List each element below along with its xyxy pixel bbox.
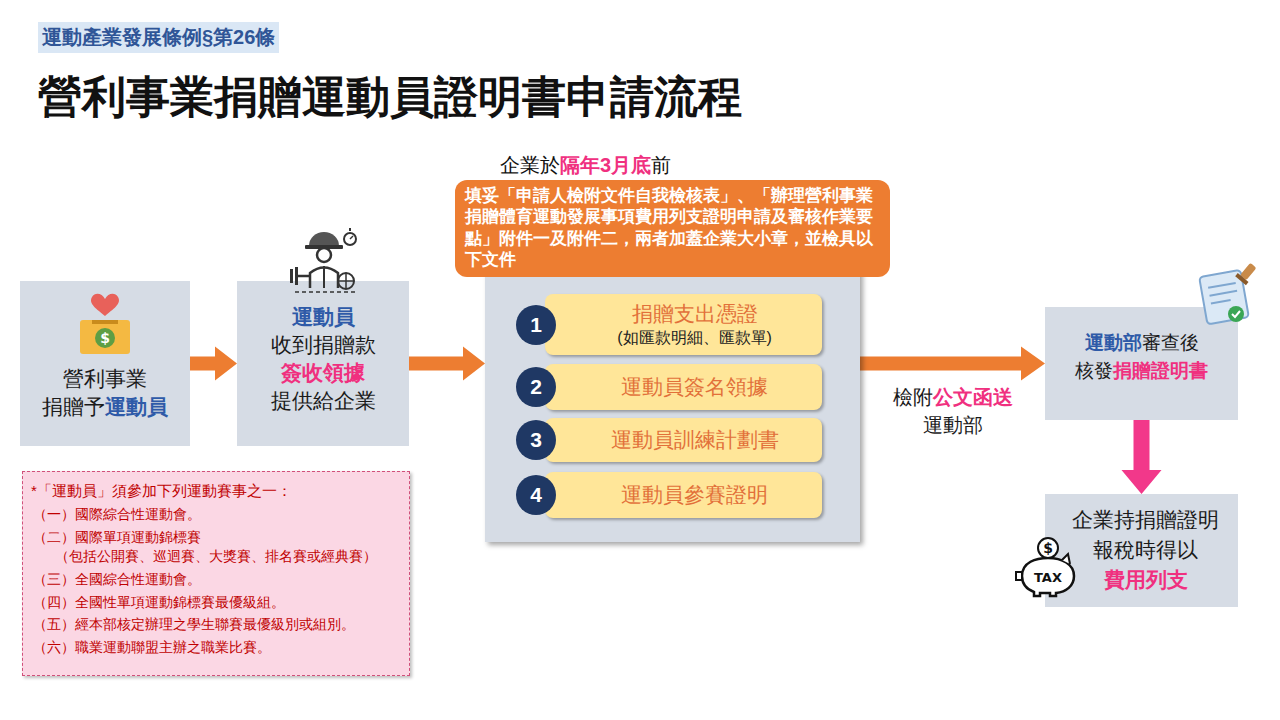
deadline-heading: 企業於隔年3月底前 — [455, 150, 890, 180]
callout-number: 2 — [516, 367, 556, 407]
document-item: 3運動員訓練計劃書 — [545, 418, 822, 462]
title: 營利事業捐贈運動員證明書申請流程 — [38, 68, 742, 127]
note-item: （六）職業運動聯盟主辦之職業比賽。 — [31, 639, 401, 658]
box-text: 營利事業捐贈予運動員 — [26, 365, 184, 422]
section-tag: 運動產業發展條例§第26條 — [38, 22, 279, 53]
certificate-icon — [1195, 263, 1257, 327]
item-text: 運動員參賽證明 — [621, 481, 768, 509]
box-text: 運動部審查後核發捐贈證明書 — [1051, 329, 1232, 386]
icon-symbol: $ — [1043, 540, 1053, 556]
process-box: $ TAX 企業持捐贈證明報稅時得以費用列支 — [1045, 494, 1238, 607]
document-item: 4運動員參賽證明 — [545, 472, 822, 518]
callout-number: 3 — [516, 420, 556, 460]
instruction-callout: 企業於隔年3月底前填妥「申請人檢附文件自我檢核表」、「辦理營利事業捐贈體育運動發… — [455, 150, 890, 277]
item-subtext: (如匯款明細、匯款單) — [617, 328, 772, 349]
note-item: （一）國際綜合性運動會。 — [31, 506, 401, 525]
flow-arrow — [409, 347, 485, 381]
edge-label: 檢附公文函送運動部 — [861, 383, 1045, 439]
athlete-note: *「運動員」須參加下列運動賽事之一： （一）國際綜合性運動會。 （二）國際單項運動錦… — [22, 471, 410, 676]
note-item: （五）經本部核定辦理之學生聯賽最優級別或組別。 — [31, 616, 401, 635]
flow-arrow — [190, 347, 237, 381]
instruction-text: 填妥「申請人檢附文件自我檢核表」、「辦理營利事業捐贈體育運動發展事項費用列支證明… — [465, 185, 880, 271]
process-box: 運動員收到捐贈款簽收領據提供給企業 — [237, 281, 409, 446]
orange-panel: 填妥「申請人檢附文件自我檢核表」、「辦理營利事業捐贈體育運動發展事項費用列支證明… — [455, 180, 890, 277]
piggy-bank-icon: $ TAX — [1010, 536, 1082, 598]
athlete-icon — [287, 226, 362, 294]
item-text: 捐贈支出憑證 — [632, 300, 758, 328]
box-text: 運動員收到捐贈款簽收領據提供給企業 — [243, 303, 403, 415]
document-item: 1捐贈支出憑證(如匯款明細、匯款單) — [545, 294, 822, 355]
flow-arrow — [1122, 420, 1162, 494]
document-panel: 1捐贈支出憑證(如匯款明細、匯款單)2運動員簽名領據3運動員訓練計劃書4運動員參… — [485, 262, 860, 542]
note-heading: *「運動員」須參加下列運動賽事之一： — [31, 480, 401, 501]
note-item: （四）全國性單項運動錦標賽最優級組。 — [31, 594, 401, 613]
donation-box-icon: $ — [75, 293, 135, 355]
icon-symbol: $ — [100, 330, 110, 346]
document-item: 2運動員簽名領據 — [545, 364, 822, 410]
process-box: $ 營利事業捐贈予運動員 — [20, 281, 190, 446]
item-text: 運動員訓練計劃書 — [611, 426, 779, 454]
note-item: （三）全國綜合性運動會。 — [31, 571, 401, 590]
box-text: 企業持捐贈證明報稅時得以費用列支 — [1059, 505, 1232, 595]
callout-number: 1 — [516, 305, 556, 345]
process-box: 運動部審查後核發捐贈證明書 — [1045, 307, 1238, 420]
flow-arrow — [860, 347, 1045, 381]
note-item: （二）國際單項運動錦標賽（包括公開賽、巡迴賽、大獎賽、排名賽或經典賽） — [31, 529, 401, 567]
icon-symbol: TAX — [1034, 570, 1062, 585]
callout-number: 4 — [516, 475, 556, 515]
item-text: 運動員簽名領據 — [621, 373, 768, 401]
